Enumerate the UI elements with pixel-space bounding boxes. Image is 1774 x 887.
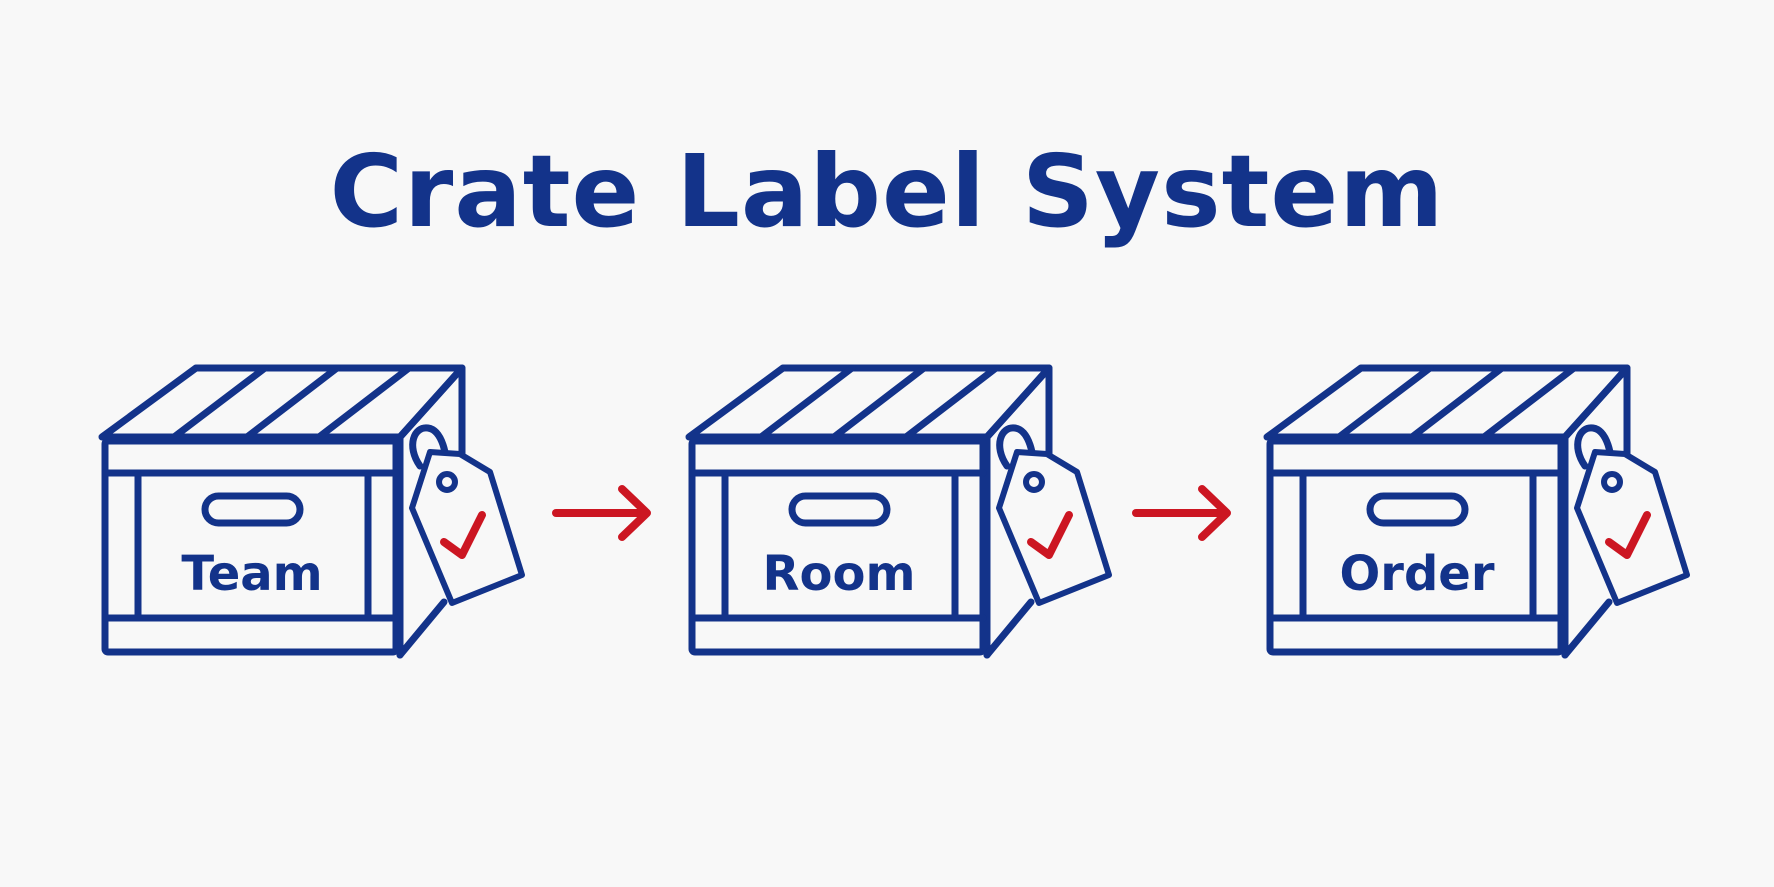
handle-slot bbox=[201, 492, 304, 527]
crate-label-order: Order bbox=[1339, 546, 1494, 602]
crate-team: crate-with-checkmark-tag-iconTeam bbox=[98, 364, 525, 659]
checkmark-tag-icon bbox=[1574, 424, 1690, 606]
crate-front-panel bbox=[688, 437, 987, 656]
crate-front-panel bbox=[1266, 437, 1565, 656]
handle-slot bbox=[788, 492, 891, 527]
crate-room: crate-with-checkmark-tag-iconRoom bbox=[685, 364, 1112, 659]
crate-front-panel bbox=[101, 437, 400, 656]
crate-order: crate-with-checkmark-tag-iconOrder bbox=[1263, 364, 1690, 659]
diagram-title: Crate Label System bbox=[329, 133, 1445, 250]
crate-label-team: Team bbox=[181, 546, 322, 602]
crate-label-room: Room bbox=[763, 546, 916, 602]
checkmark-tag-icon bbox=[996, 424, 1112, 606]
checkmark-tag-icon bbox=[409, 424, 525, 606]
right-arrow-icon: right-arrow-icon bbox=[1132, 485, 1231, 541]
right-arrow-icon: right-arrow-icon bbox=[552, 485, 651, 541]
handle-slot bbox=[1366, 492, 1469, 527]
